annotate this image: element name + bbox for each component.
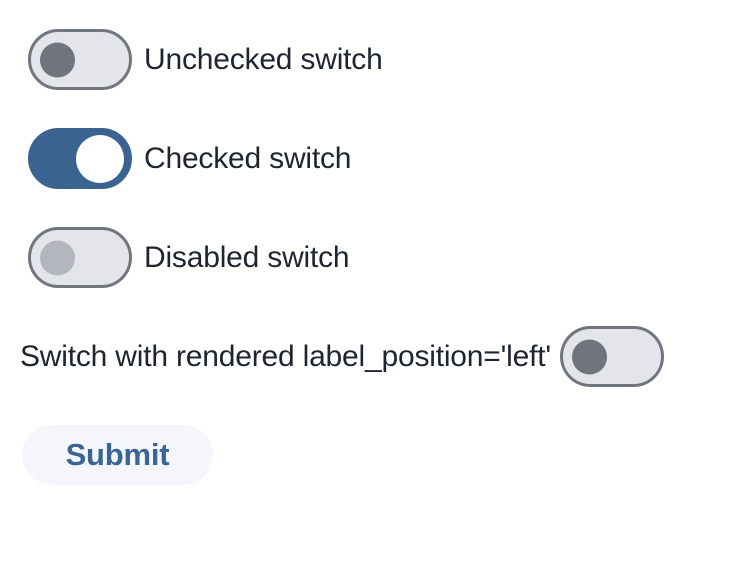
switch-thumb [40,240,75,275]
switch-thumb [76,134,124,183]
left-label-switch-toggle[interactable] [559,326,664,387]
switch-row-unchecked: Unchecked switch [20,29,730,90]
switch-row-disabled: Disabled switch [20,227,730,288]
switch-row-left-label: Switch with rendered label_position='lef… [20,326,730,387]
unchecked-switch-label: Unchecked switch [144,42,383,76]
disabled-switch-toggle [28,227,132,288]
disabled-switch-label: Disabled switch [144,240,350,274]
switch-thumb [571,339,607,374]
switch-row-checked: Checked switch [20,128,730,189]
submit-button[interactable]: Submit [22,425,213,485]
unchecked-switch-toggle[interactable] [28,29,132,90]
switch-thumb [40,42,75,77]
checked-switch-toggle[interactable] [28,128,132,189]
left-label-switch-label: Switch with rendered label_position='lef… [20,339,551,373]
checked-switch-label: Checked switch [144,141,352,175]
